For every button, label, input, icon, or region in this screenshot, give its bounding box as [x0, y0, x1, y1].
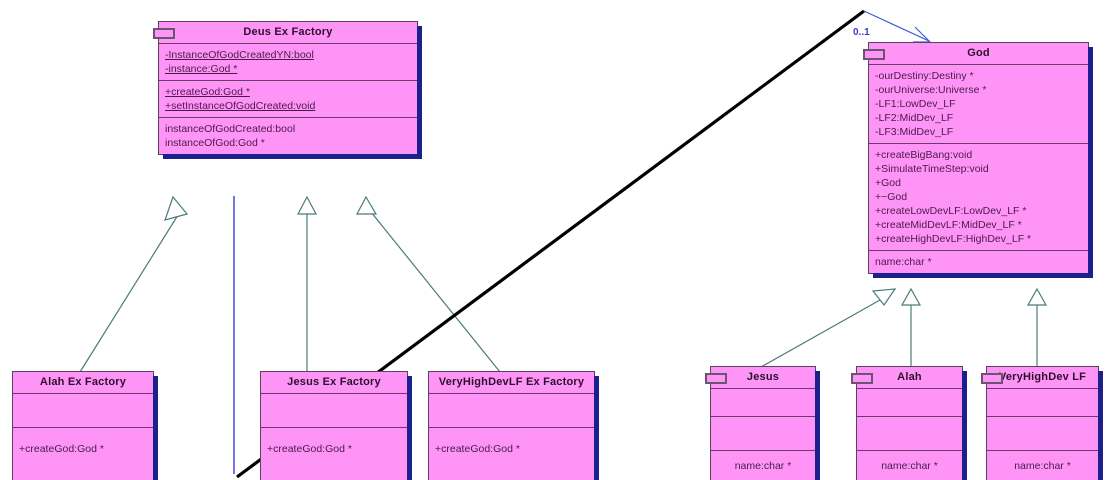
extra-row: instanceOfGodCreated:bool — [165, 123, 296, 135]
class-tab-icon — [705, 373, 727, 384]
operation-row: +God — [875, 177, 901, 189]
box-shadow-right — [153, 376, 158, 480]
class-god[interactable]: God -ourDestiny:Destiny * -ourUniverse:U… — [863, 42, 1093, 278]
class-tab-icon — [863, 49, 885, 60]
extras-compartment: name:char * — [711, 450, 815, 480]
attributes-compartment — [711, 388, 815, 416]
class-tab-icon — [981, 373, 1003, 384]
operations-compartment: +createGod:God * +setInstanceOfGodCreate… — [159, 80, 417, 117]
box-shadow-right — [1098, 371, 1103, 480]
operation-row: +createMidDevLF:MidDev_LF * — [875, 219, 1022, 231]
generalization-alah — [900, 287, 922, 367]
operation-row: +createGod:God * — [435, 443, 520, 455]
class-title: Alah Ex Factory — [39, 376, 127, 388]
class-title: God — [967, 47, 990, 59]
box-shadow-right — [594, 376, 599, 480]
operation-row: +createGod:God * — [19, 443, 104, 455]
attributes-compartment — [261, 393, 407, 427]
class-jesus[interactable]: Jesus name:char * — [705, 366, 820, 480]
attribute-row: -LF2:MidDev_LF — [875, 112, 954, 124]
class-deus-ex-factory[interactable]: Deus Ex Factory -InstanceOfGodCreatedYN:… — [153, 21, 422, 159]
operations-compartment — [987, 416, 1098, 450]
attribute-row: -instance:God * — [165, 63, 238, 75]
attributes-compartment: -ourDestiny:Destiny * -ourUniverse:Unive… — [869, 64, 1088, 143]
attributes-compartment — [857, 388, 962, 416]
extra-row: name:char * — [1014, 460, 1071, 472]
class-tab-icon — [153, 28, 175, 39]
operation-row: +createLowDevLF:LowDev_LF * — [875, 205, 1027, 217]
class-title: Alah — [897, 371, 922, 383]
class-jesus-ex-factory[interactable]: Jesus Ex Factory +createGod:God * — [260, 371, 412, 480]
class-veryhighdevlf-ex-factory[interactable]: VeryHighDevLF Ex Factory +createGod:God … — [428, 371, 599, 480]
operations-compartment — [857, 416, 962, 450]
attribute-row: -ourUniverse:Universe * — [875, 84, 987, 96]
operation-row: +~God — [875, 191, 908, 203]
class-title: Jesus — [746, 371, 780, 383]
operations-compartment — [711, 416, 815, 450]
operations-compartment: +createGod:God * — [429, 427, 594, 480]
attribute-row: -ourDestiny:Destiny * — [875, 70, 974, 82]
multiplicity-label-0-1: 0..1 — [853, 27, 870, 38]
generalization-jesus-ex-factory — [297, 195, 317, 372]
operation-row: +setInstanceOfGodCreated:void — [165, 100, 316, 112]
class-veryhighdev-lf[interactable]: VeryHighDev LF name:char * — [981, 366, 1103, 480]
box-shadow-right — [1088, 47, 1093, 278]
attribute-row: -InstanceOfGodCreatedYN:bool — [165, 49, 314, 61]
attributes-compartment — [429, 393, 594, 427]
class-title: Jesus Ex Factory — [287, 376, 381, 388]
extra-row: name:char * — [875, 256, 932, 268]
generalization-veryhighdevlf-ex-factory — [356, 195, 501, 373]
class-alah[interactable]: Alah name:char * — [851, 366, 967, 480]
box-shadow-right — [407, 376, 412, 480]
operation-row: +createBigBang:void — [875, 149, 973, 161]
generalization-veryhighdev-lf — [1026, 287, 1048, 367]
extra-row: instanceOfGod:God * — [165, 137, 265, 149]
extras-compartment: name:char * — [857, 450, 962, 480]
operations-compartment: +createBigBang:void +SimulateTimeStep:vo… — [869, 143, 1088, 250]
attribute-row: -LF1:LowDev_LF — [875, 98, 956, 110]
operations-compartment: +createGod:God * — [13, 427, 153, 480]
operation-row: +createGod:God * — [267, 443, 352, 455]
extra-row: name:char * — [734, 460, 792, 472]
association-0-1-to-god — [863, 10, 932, 43]
box-shadow-right — [815, 371, 820, 480]
generalization-jesus — [760, 288, 897, 368]
attributes-compartment — [13, 393, 153, 427]
class-title: VeryHighDevLF Ex Factory — [438, 376, 585, 388]
operations-compartment: +createGod:God * — [261, 427, 407, 480]
box-shadow-right — [417, 26, 422, 159]
attributes-compartment: -InstanceOfGodCreatedYN:bool -instance:G… — [159, 43, 417, 80]
extras-compartment: instanceOfGodCreated:bool instanceOfGod:… — [159, 117, 417, 154]
extra-row: name:char * — [881, 460, 938, 472]
class-title: VeryHighDev LF — [998, 371, 1087, 383]
extras-compartment: name:char * — [869, 250, 1088, 273]
box-shadow-right — [962, 371, 967, 480]
box-shadow-bottom — [163, 154, 422, 159]
extras-compartment: name:char * — [987, 450, 1098, 480]
class-title: Deus Ex Factory — [243, 26, 333, 38]
class-tab-icon — [851, 373, 873, 384]
box-shadow-bottom — [873, 273, 1093, 278]
class-alah-ex-factory[interactable]: Alah Ex Factory +createGod:God * — [12, 371, 158, 480]
operation-row: +SimulateTimeStep:void — [875, 163, 989, 175]
attribute-row: -LF3:MidDev_LF — [875, 126, 954, 138]
operation-row: +createGod:God * — [165, 86, 250, 98]
operation-row: +createHighDevLF:HighDev_LF * — [875, 233, 1032, 245]
generalization-alah-ex-factory — [79, 195, 189, 373]
attributes-compartment — [987, 388, 1098, 416]
